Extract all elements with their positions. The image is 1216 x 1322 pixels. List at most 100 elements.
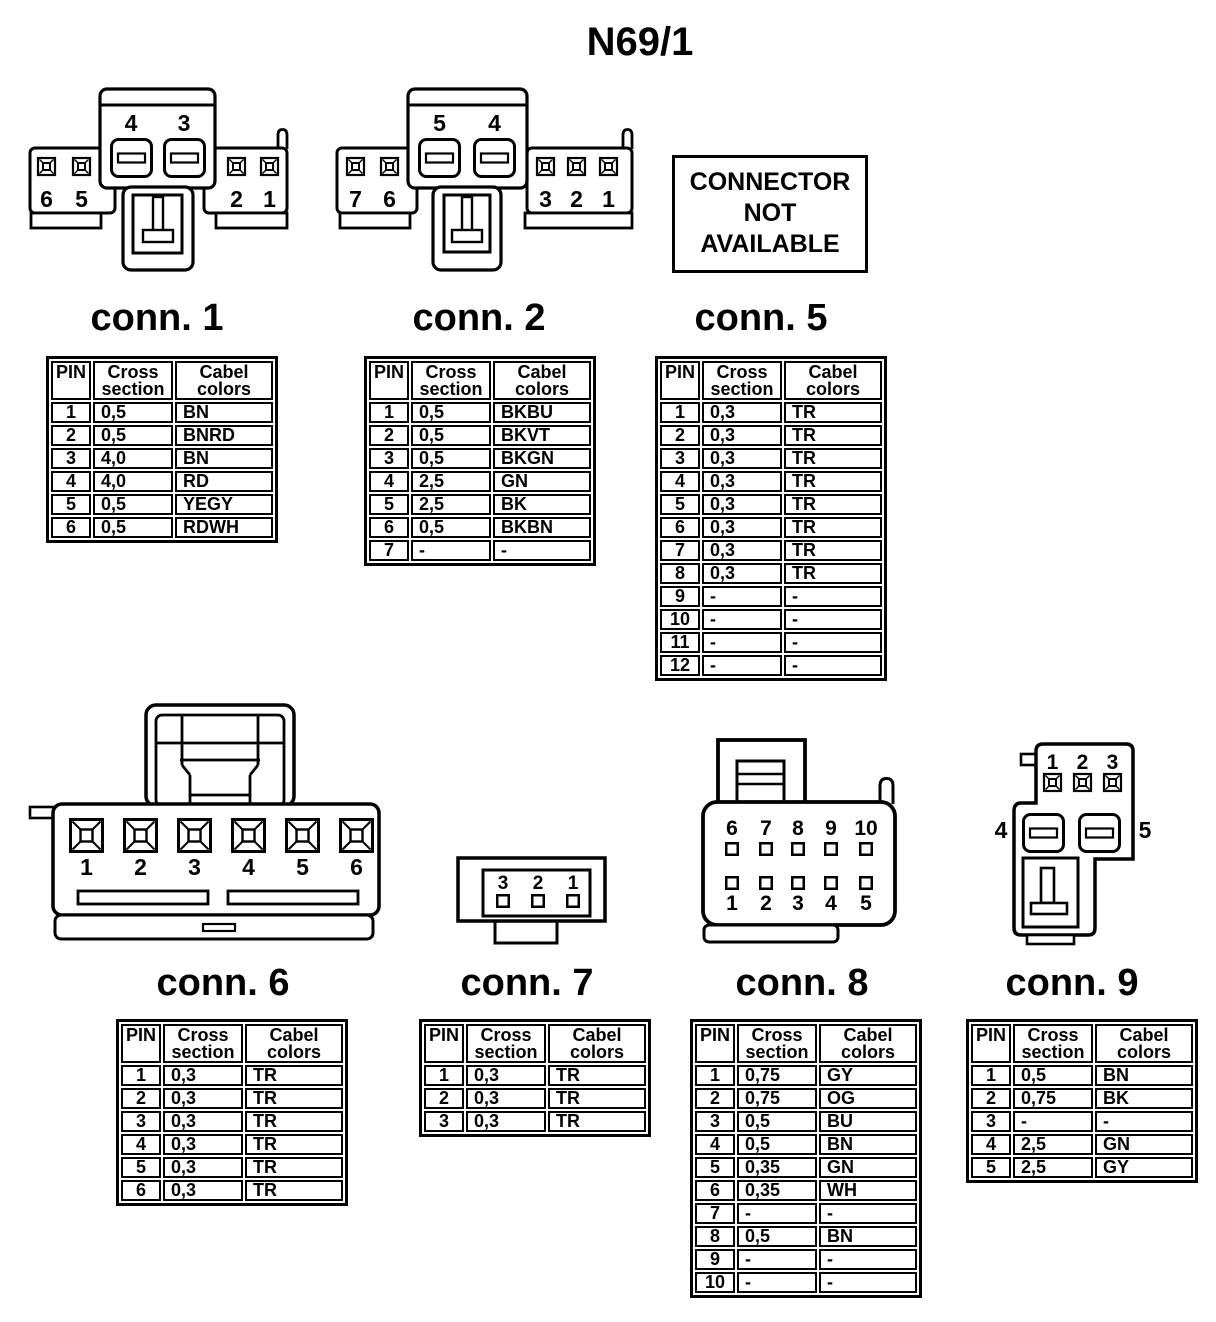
- table-cell: TR: [548, 1111, 646, 1132]
- table-cell: 1: [424, 1065, 464, 1086]
- table-cell: 6: [51, 517, 91, 538]
- conn1-hook: [276, 128, 289, 149]
- table-cell: GN: [1095, 1134, 1193, 1155]
- table-cell: -: [1095, 1111, 1193, 1132]
- table-cell: 0,35: [737, 1180, 817, 1201]
- table-cell: 0,5: [411, 448, 491, 469]
- table-cell: RD: [175, 471, 273, 492]
- table-cell: TR: [245, 1088, 343, 1109]
- table-cell: BK: [1095, 1088, 1193, 1109]
- table-cell: -: [784, 655, 882, 676]
- slot-contact-icon: [1078, 813, 1121, 853]
- table-cell: 4,0: [93, 448, 173, 469]
- table-cell: 2: [660, 425, 700, 446]
- table-cell: 9: [660, 586, 700, 607]
- pin-contact-icon: [71, 156, 92, 177]
- table-cell: 6: [660, 517, 700, 538]
- table-cell: 1: [369, 402, 409, 423]
- table-cell: 0,3: [466, 1065, 546, 1086]
- table-cell: 4,0: [93, 471, 173, 492]
- pin-label: 5: [75, 186, 88, 212]
- table-cell: 3: [660, 448, 700, 469]
- table-cell: 8: [695, 1226, 735, 1247]
- slot-contact-icon: [110, 138, 153, 178]
- table-cell: TR: [548, 1065, 646, 1086]
- pin-label: 2: [760, 892, 772, 915]
- na-line: CONNECTOR: [689, 168, 851, 196]
- pin-contact-icon: [259, 156, 280, 177]
- table-cell: 2: [369, 425, 409, 446]
- table-cell: 0,3: [702, 402, 782, 423]
- conn8-drawing: 6 7 8 9 10 1 2 3 4 5: [701, 738, 897, 944]
- table-row: 11--: [660, 632, 882, 653]
- table-cell: BU: [819, 1111, 917, 1132]
- table-cell: 0,3: [163, 1088, 243, 1109]
- pin-contact-icon: [36, 156, 57, 177]
- column-header-pin: PIN: [695, 1024, 735, 1063]
- pin-label: 7: [760, 817, 772, 840]
- table-cell: 0,3: [466, 1111, 546, 1132]
- pin-contact-icon: [69, 818, 104, 853]
- pin-contact-icon: [725, 876, 739, 890]
- table-cell: -: [1013, 1111, 1093, 1132]
- table-cell: -: [702, 609, 782, 630]
- table-cell: 1: [971, 1065, 1011, 1086]
- table-cell: 6: [695, 1180, 735, 1201]
- conn6-label: conn. 6: [156, 962, 290, 1004]
- table-cell: 7: [695, 1203, 735, 1224]
- pin-contact-icon: [566, 156, 587, 177]
- table-cell: 0,5: [737, 1134, 817, 1155]
- slot-contact-icon: [473, 138, 516, 178]
- pin-label: 5: [1139, 817, 1152, 843]
- pin-label: 3: [498, 873, 509, 894]
- table-cell: 0,3: [702, 471, 782, 492]
- table-cell: 4: [51, 471, 91, 492]
- pin-contact-icon: [759, 876, 773, 890]
- pin-label: 5: [433, 110, 446, 136]
- table-cell: YEGY: [175, 494, 273, 515]
- table-cell: 7: [660, 540, 700, 561]
- conn6-slot: [76, 889, 210, 906]
- pin-label: 2: [1077, 751, 1089, 774]
- table-cell: 2,5: [411, 494, 491, 515]
- table-cell: 10: [660, 609, 700, 630]
- table-cell: TR: [784, 494, 882, 515]
- table-cell: BKGN: [493, 448, 591, 469]
- table-cell: 0,3: [702, 517, 782, 538]
- pin-label: 6: [726, 817, 738, 840]
- table-cell: BN: [175, 448, 273, 469]
- table-cell: 0,75: [1013, 1088, 1093, 1109]
- pin-contact-icon: [226, 156, 247, 177]
- table-cell: 0,5: [93, 425, 173, 446]
- table-cell: TR: [245, 1134, 343, 1155]
- column-header-pin: PIN: [369, 361, 409, 400]
- table-cell: 4: [695, 1134, 735, 1155]
- table-cell: -: [737, 1203, 817, 1224]
- table-cell: 4: [971, 1134, 1011, 1155]
- table-cell: TR: [245, 1180, 343, 1201]
- table-cell: 0,75: [737, 1065, 817, 1086]
- pin-label: 3: [188, 854, 201, 880]
